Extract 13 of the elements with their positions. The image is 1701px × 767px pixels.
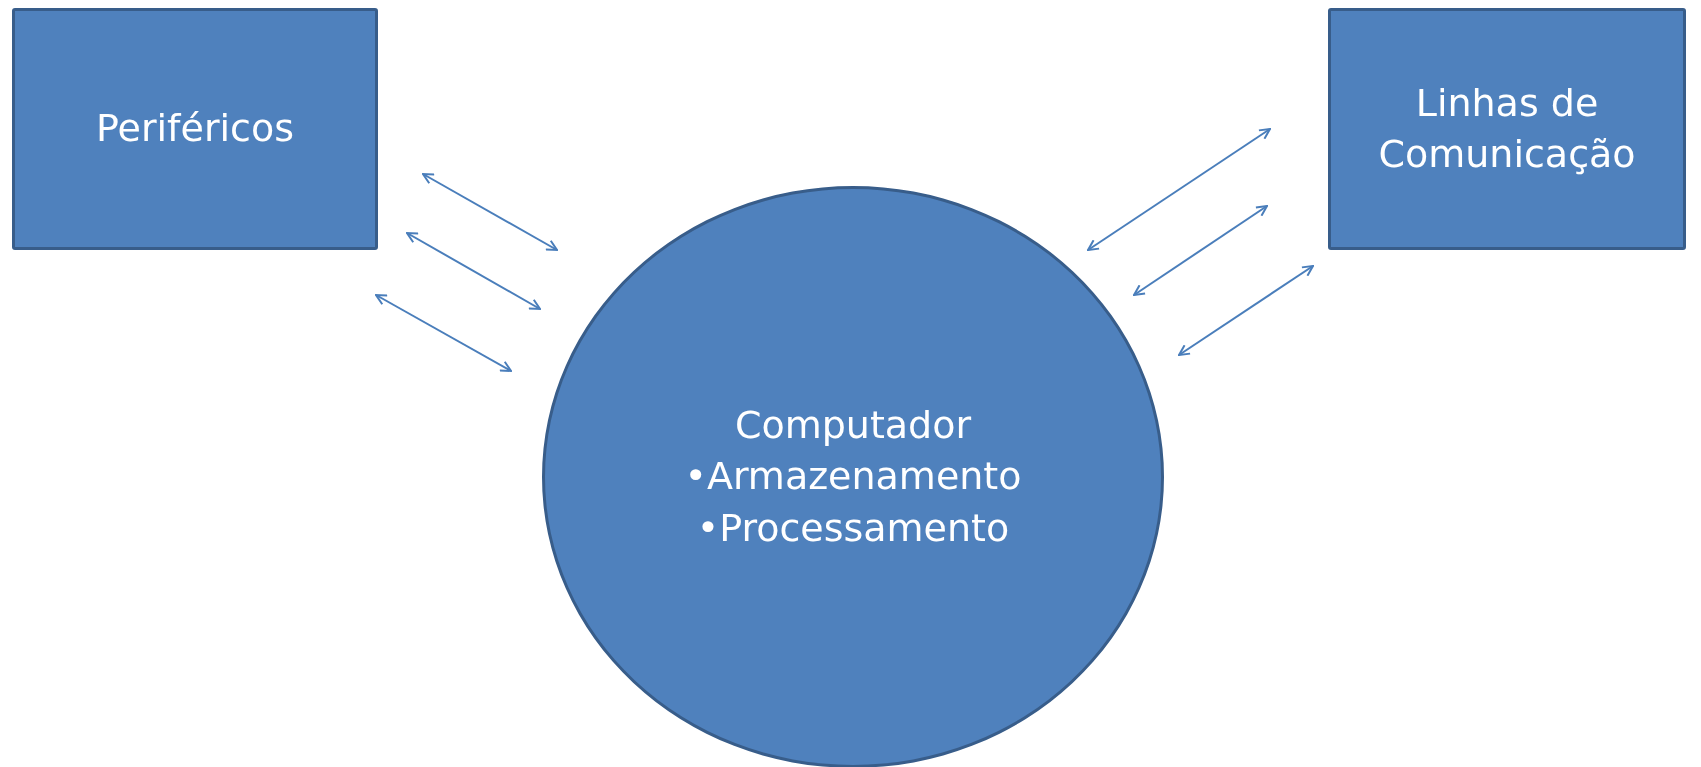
- process-box: [12, 8, 378, 250]
- double-arrow: [375, 294, 512, 372]
- double-arrow: [422, 173, 558, 251]
- node-label: •Processamento: [695, 504, 1011, 552]
- node-label: Computador: [733, 402, 973, 450]
- double-arrow: [1133, 205, 1268, 296]
- node-label: •Armazenamento: [683, 453, 1023, 501]
- double-arrow: [1087, 128, 1271, 251]
- double-arrow: [1178, 265, 1314, 356]
- process-box: [1328, 8, 1686, 250]
- node-label: Linhas de Comunicação: [1377, 79, 1637, 178]
- double-arrow: [406, 232, 541, 310]
- node-label: Periféricos: [95, 105, 295, 153]
